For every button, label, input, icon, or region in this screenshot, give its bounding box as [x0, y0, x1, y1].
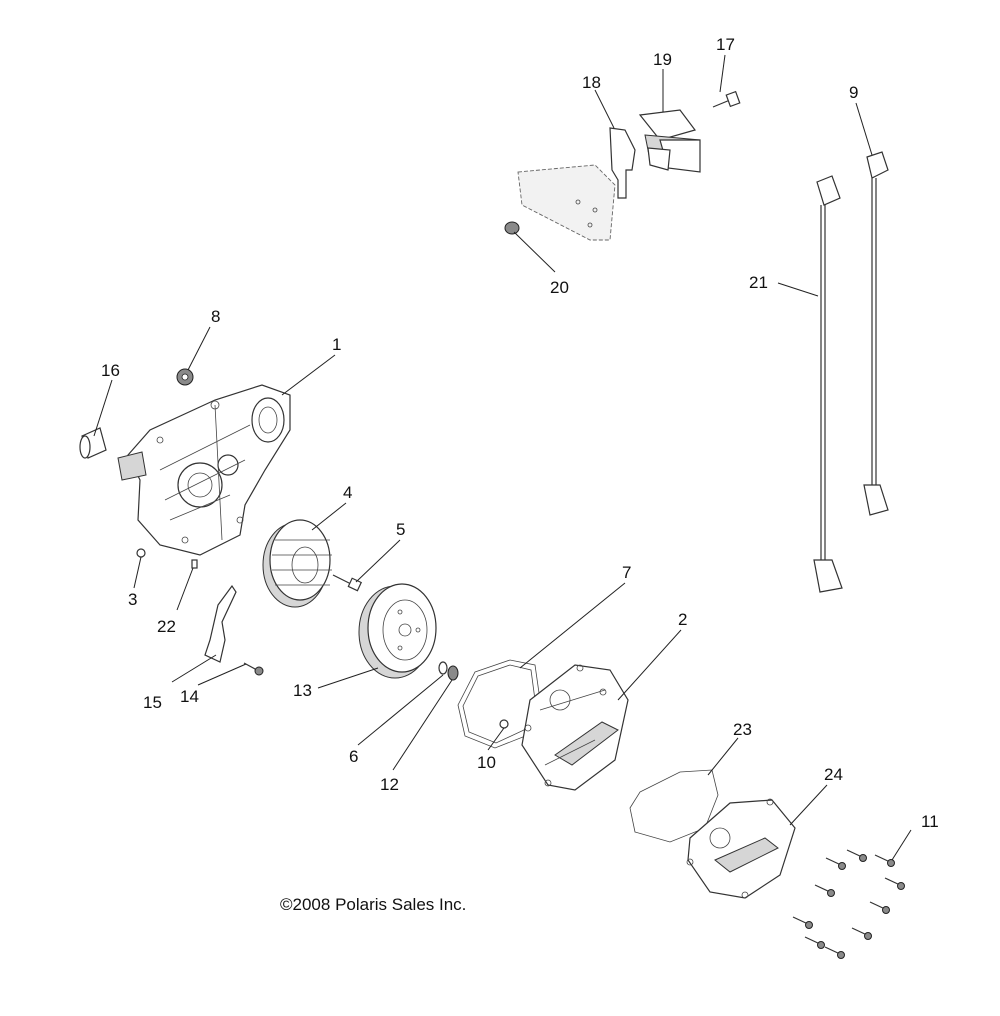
callout-12: 12: [380, 775, 399, 794]
part-16-plug: [79, 427, 107, 459]
callout-23: 23: [733, 720, 752, 739]
part-19-coil: [638, 109, 701, 173]
callout-3: 3: [128, 590, 137, 609]
callout-7: 7: [622, 563, 631, 582]
part-22-pin: [191, 559, 198, 569]
callout-labels: 1 2 3 4 5 6 7 8 9 10 11 12 13 14 15 16 1…: [101, 35, 939, 831]
callout-10: 10: [477, 753, 496, 772]
part-11-bolts: [792, 849, 905, 959]
callout-21: 21: [749, 273, 768, 292]
part-14-bolt: [243, 662, 264, 676]
callout-18: 18: [582, 73, 601, 92]
part-12-nut: [447, 665, 459, 681]
callout-24: 24: [824, 765, 843, 784]
callout-14: 14: [180, 687, 199, 706]
part-6-washer: [438, 661, 448, 675]
callout-15: 15: [143, 693, 162, 712]
part-1-crankcase-cover: [117, 384, 291, 556]
part-18-bracket: [609, 127, 636, 199]
part-21-plug-wire: [813, 175, 843, 593]
part-8-nut: [176, 368, 194, 386]
part-24-outer-cover: [686, 798, 796, 899]
leader-lines: [93, 54, 912, 861]
part-2-stator-cover: [521, 664, 629, 791]
callout-16: 16: [101, 361, 120, 380]
part-15-bracket: [204, 584, 237, 663]
callout-11: 11: [921, 812, 939, 831]
callout-5: 5: [396, 520, 405, 539]
part-20-plate-and-nut: [504, 164, 616, 241]
callout-17: 17: [716, 35, 735, 54]
part-10-dowel: [499, 719, 509, 729]
part-13-flywheel: [358, 583, 437, 679]
copyright-notice: ©2008 Polaris Sales Inc.: [280, 895, 466, 914]
callout-6: 6: [349, 747, 358, 766]
callout-8: 8: [211, 307, 220, 326]
part-4-stator: [262, 519, 332, 608]
part-17-bolt: [712, 90, 741, 108]
callout-4: 4: [343, 483, 352, 502]
callout-19: 19: [653, 50, 672, 69]
part-5-bolt: [332, 574, 363, 592]
callout-2: 2: [678, 610, 687, 629]
callout-20: 20: [550, 278, 569, 297]
callout-9: 9: [849, 83, 858, 102]
callout-13: 13: [293, 681, 312, 700]
callout-22: 22: [157, 617, 176, 636]
part-9-plug-wire: [863, 151, 889, 516]
callout-1: 1: [332, 335, 341, 354]
part-3-dowel: [136, 548, 146, 558]
